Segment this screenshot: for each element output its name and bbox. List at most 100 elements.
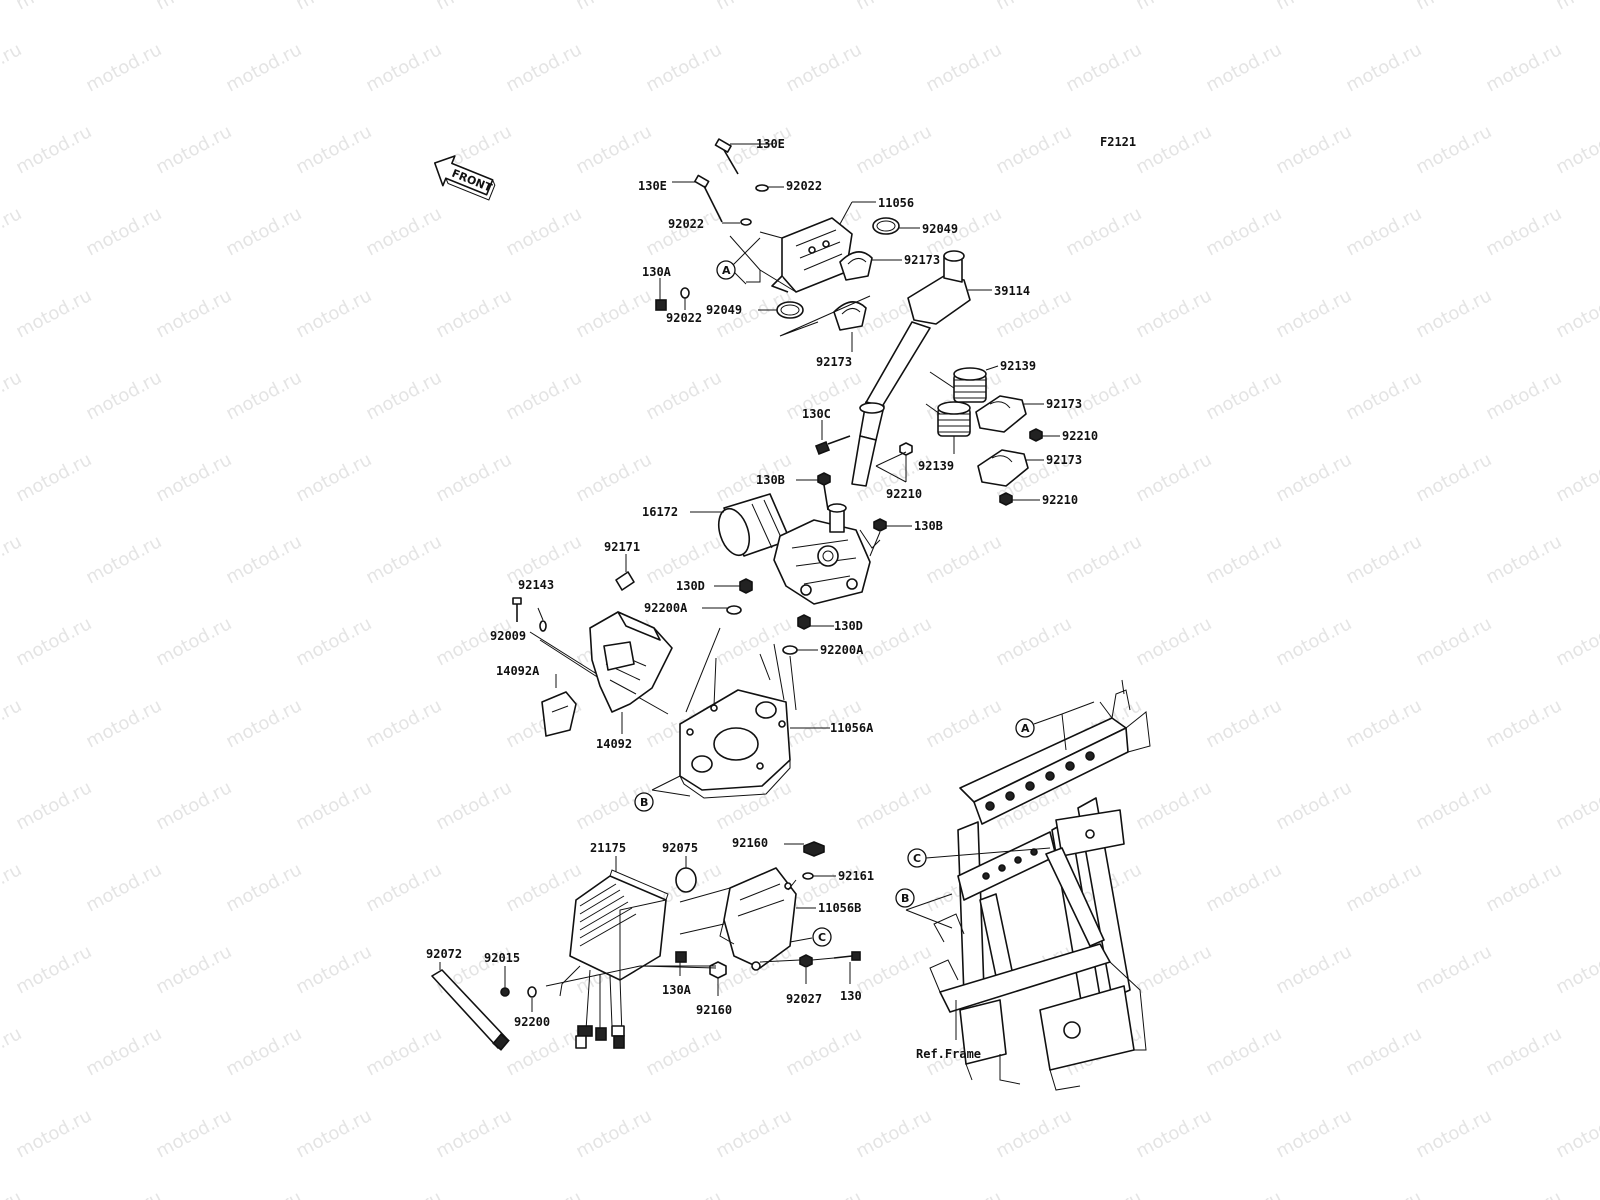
callout-b-frame: B — [895, 888, 953, 929]
watermark-text: motod.ru — [1482, 859, 1565, 916]
part-label: 92022 — [668, 217, 704, 231]
watermark-text: motod.ru — [642, 367, 725, 424]
watermark-text: motod.ru — [852, 1105, 935, 1162]
watermark-text: motod.ru — [1342, 1023, 1425, 1080]
watermark-text: motod.ru — [152, 285, 235, 342]
bolt-130c — [814, 420, 851, 456]
cover-14092 — [589, 611, 673, 734]
watermark-text: motod.ru — [362, 531, 445, 588]
part-label: 130A — [642, 265, 672, 279]
part-label: 11056B — [818, 901, 861, 915]
part-label: 92009 — [490, 629, 526, 643]
watermark-text: motod.ru — [292, 121, 375, 178]
watermark-text: motod.ru — [1412, 777, 1495, 834]
watermark-text: motod.ru — [1552, 613, 1600, 670]
ref-frame-label: Ref.Frame — [916, 1047, 981, 1061]
nut-92210-center — [875, 442, 913, 483]
bolt-130e-top — [714, 138, 772, 175]
callout-c-bracket: C — [789, 927, 832, 947]
watermark-text: motod.ru — [292, 0, 375, 14]
part-label: 92210 — [1042, 493, 1078, 507]
part-label: 92160 — [696, 1003, 732, 1017]
part-label: 39114 — [994, 284, 1030, 298]
part-label: 14092 — [596, 737, 632, 751]
part-label: 92075 — [662, 841, 698, 855]
part-label: 130E — [756, 137, 785, 151]
part-label: 130D — [676, 579, 705, 593]
watermark-text: motod.ru — [852, 941, 935, 998]
watermark-text: motod.ru — [642, 1187, 725, 1200]
part-label: 14092A — [496, 664, 540, 678]
grommet-92143 — [539, 620, 547, 632]
watermark-text: motod.ru — [502, 1023, 585, 1080]
part-label: 92139 — [1000, 359, 1036, 373]
watermark-text: motod.ru — [922, 39, 1005, 96]
washer-92200 — [527, 986, 537, 998]
watermark-text: motod.ru — [82, 1023, 165, 1080]
watermark-text: motod.ru — [642, 203, 725, 260]
part-label: 130A — [662, 983, 692, 997]
watermark-text: motod.ru — [1482, 1023, 1565, 1080]
watermark-text: motod.ru — [1132, 941, 1215, 998]
part-label: 130E — [638, 179, 667, 193]
watermark-text: motod.ru — [1132, 0, 1215, 14]
callout-a-frame: A — [1015, 701, 1095, 751]
watermark-text: motod.ru — [292, 613, 375, 670]
svg-text:A: A — [1021, 722, 1030, 735]
watermark-text: motod.ru — [222, 203, 305, 260]
watermark-text: motod.ru — [82, 367, 165, 424]
watermark-text: motod.ru — [0, 695, 25, 752]
bolt-130b-right — [869, 518, 912, 557]
watermark-text: motod.ru — [852, 777, 935, 834]
watermark-text: motod.ru — [82, 203, 165, 260]
bolt-130d-left — [714, 578, 753, 594]
watermark-text: motod.ru — [12, 285, 95, 342]
watermark-text: motod.ru — [82, 1187, 165, 1200]
watermark-text: motod.ru — [1412, 941, 1495, 998]
watermark-text: motod.ru — [1552, 941, 1600, 998]
part-label: 92200A — [644, 601, 688, 615]
watermark-text: motod.ru — [12, 613, 95, 670]
watermark-text: motod.ru — [922, 695, 1005, 752]
watermark-text: motod.ru — [782, 1187, 865, 1200]
watermark-text: motod.ru — [1482, 1187, 1565, 1200]
watermark-text: motod.ru — [12, 121, 95, 178]
part-label: 92173 — [1046, 453, 1082, 467]
watermark-text: motod.ru — [362, 695, 445, 752]
part-label: 92015 — [484, 951, 520, 965]
watermark-text: motod.ru — [1202, 203, 1285, 260]
watermark-text: motod.ru — [152, 121, 235, 178]
watermark-text: motod.ru — [152, 0, 235, 14]
nut-92210-right-lower — [999, 492, 1040, 506]
watermark-text: motod.ru — [292, 285, 375, 342]
part-label: 92072 — [426, 947, 462, 961]
watermark-text: motod.ru — [82, 39, 165, 96]
watermark-text: motod.ru — [152, 777, 235, 834]
watermark-text: motod.ru — [1132, 121, 1215, 178]
watermark-text: motod.ru — [1062, 367, 1145, 424]
watermark-text: motod.ru — [292, 777, 375, 834]
watermark-text: motod.ru — [1062, 39, 1145, 96]
watermark-text: motod.ru — [222, 859, 305, 916]
part-label: 92022 — [786, 179, 822, 193]
watermark-text: motod.ru — [1062, 203, 1145, 260]
part-label: 92200A — [820, 643, 864, 657]
watermark-text: motod.ru — [712, 613, 795, 670]
bushing-92139-upper — [953, 365, 999, 403]
collar-92160-top — [784, 841, 825, 857]
washer-92022-b — [740, 218, 752, 226]
watermark-text: motod.ru — [82, 695, 165, 752]
watermark-text: motod.ru — [852, 613, 935, 670]
watermark-text: motod.ru — [1412, 613, 1495, 670]
watermark-text: motod.ru — [1412, 0, 1495, 14]
watermark-text: motod.ru — [362, 859, 445, 916]
watermark-text: motod.ru — [1202, 367, 1285, 424]
watermark-text: motod.ru — [1412, 285, 1495, 342]
watermark-text: motod.ru — [572, 449, 655, 506]
watermark-text: motod.ru — [1202, 1187, 1285, 1200]
part-label: 92049 — [922, 222, 958, 236]
watermark-text: motod.ru — [222, 39, 305, 96]
watermark-text: motod.ru — [852, 0, 935, 14]
watermark-text: motod.ru — [0, 367, 25, 424]
